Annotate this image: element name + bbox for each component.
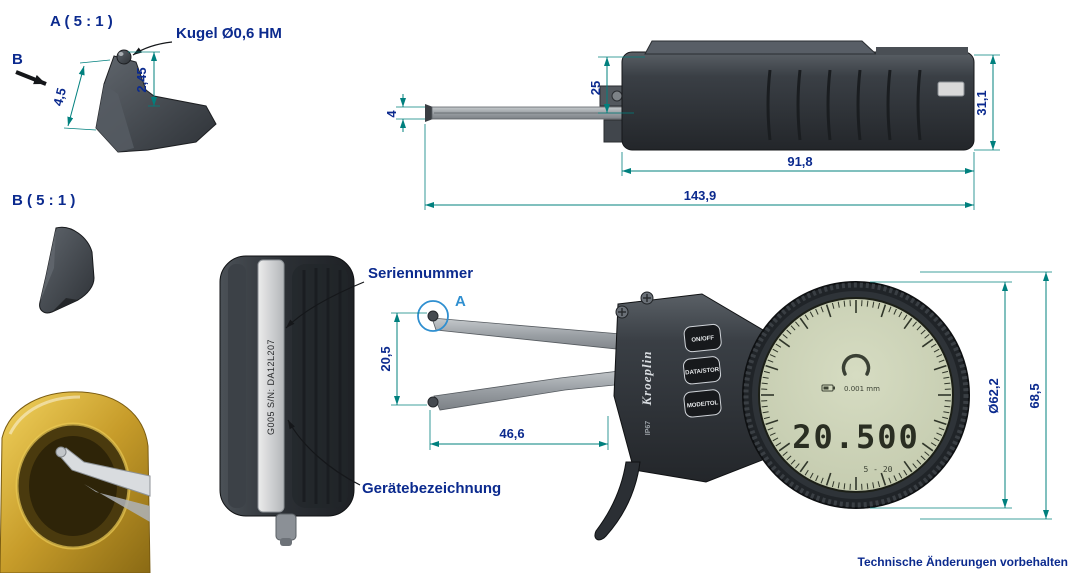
- lcd-resolution: 0.001 mm: [844, 385, 880, 393]
- view-direction-b-arrow-icon: [15, 70, 47, 86]
- detail-a-view: A ( 5 : 1 ) B Kugel Ø0,6 HM 4,5 2,45: [12, 13, 282, 153]
- internal-measure-icon: [841, 353, 871, 376]
- grip-groove: [916, 69, 922, 141]
- dim-143-9: 143,9: [684, 188, 717, 203]
- tip-profile-b-facet: [40, 228, 56, 302]
- side-label-plate: [937, 81, 965, 97]
- label-seriennummer: Seriennummer: [368, 265, 473, 282]
- dim-68-5: 68,5: [1027, 383, 1042, 408]
- device-body: [613, 293, 789, 483]
- ip-rating-text: IP67: [645, 421, 652, 436]
- lcd-range: 5 - 20: [864, 465, 893, 474]
- dim-25: 25: [588, 81, 603, 95]
- serial-band: [257, 259, 285, 513]
- detail-marker-a-circle: [417, 300, 449, 332]
- rear-left-edge: [228, 264, 246, 508]
- dim-31-1: 31,1: [974, 90, 989, 115]
- button-mode: [683, 389, 722, 418]
- detail-marker-a: A: [455, 293, 466, 310]
- tip-facet: [96, 84, 134, 152]
- button-mode-label: MODE/TOL: [687, 400, 719, 409]
- side-view: 4 25 31,1 91,8 143,9: [384, 40, 1000, 210]
- detail-b-view: B ( 5 : 1 ): [12, 192, 95, 314]
- brand-text: Kroeplin: [639, 351, 654, 407]
- clamp-screw-icon: [611, 90, 623, 102]
- probe-arm-lower-in-bore: [84, 484, 150, 522]
- side-top-edge: [876, 47, 968, 55]
- dim-62-2: Ø62,2: [986, 378, 1001, 413]
- button-on-off: [683, 323, 722, 353]
- seriennummer-leader: [285, 281, 365, 329]
- dial-ticks: [761, 300, 951, 490]
- grip-groove: [826, 69, 832, 141]
- grip-groove: [796, 69, 802, 141]
- kugel-leader: [132, 41, 173, 56]
- bottom-stem: [275, 513, 297, 541]
- button-data-label: DATA/STOR: [685, 367, 720, 377]
- dim-4-5: 4,5: [50, 86, 69, 107]
- rear-inset: [292, 264, 348, 508]
- probe-tip-ball: [55, 446, 67, 458]
- upper-arm: [431, 317, 646, 353]
- grip-groove: [886, 69, 892, 141]
- view-direction-b-label: B: [12, 51, 23, 68]
- dim-46-6: 46,6: [499, 426, 524, 441]
- grip-groove: [856, 69, 862, 141]
- workpiece-cutaway: [0, 391, 151, 573]
- kugel-annotation: Kugel Ø0,6 HM: [176, 25, 282, 42]
- footer-note: Technische Änderungen vorbehalten: [858, 554, 1068, 569]
- detail-b-title: B ( 5 : 1 ): [12, 192, 75, 209]
- lcd-digits: 20.500: [792, 418, 920, 456]
- lower-arm: [433, 367, 646, 411]
- front-view: Kroeplin IP67 ON/OFF DATA/STOR MODE/TOL …: [378, 271, 1052, 541]
- dim-91-8: 91,8: [787, 154, 812, 169]
- battery-icon: [821, 384, 835, 392]
- detail-a-title: A ( 5 : 1 ): [50, 13, 113, 30]
- serial-text: G005 S/N: DA12L207: [266, 339, 276, 435]
- bore-inner: [29, 436, 117, 536]
- side-arm-tip: [425, 104, 433, 122]
- dim-2-45: 2,45: [134, 67, 149, 92]
- ball-highlight: [118, 52, 124, 56]
- lower-arm-tip: [427, 396, 439, 408]
- button-data: [683, 356, 722, 385]
- gold-highlight: [8, 395, 81, 435]
- side-top-cover: [644, 40, 878, 55]
- dial-face: [758, 297, 954, 493]
- bottom-stem-tip: [280, 538, 292, 546]
- retraction-lever: [594, 461, 641, 541]
- dim-4-5-line: [67, 65, 85, 127]
- upper-arm-tip: [427, 310, 439, 322]
- geraetebezeichnung-leader: [287, 419, 361, 486]
- tip-profile-b-edge: [52, 298, 78, 312]
- label-geraetebezeichnung: Gerätebezeichnung: [362, 480, 501, 497]
- housing-rear-view: G005 S/N: DA12L207 Seriennummer Gerätebe…: [219, 255, 501, 546]
- button-on-off-label: ON/OFF: [691, 335, 715, 343]
- button-column: ON/OFF DATA/STOR MODE/TOL: [683, 323, 722, 418]
- dim-4: 4: [384, 110, 399, 118]
- bezel-knurl: [743, 282, 969, 508]
- dim-20-5: 20,5: [378, 346, 393, 371]
- grip-groove: [766, 69, 772, 141]
